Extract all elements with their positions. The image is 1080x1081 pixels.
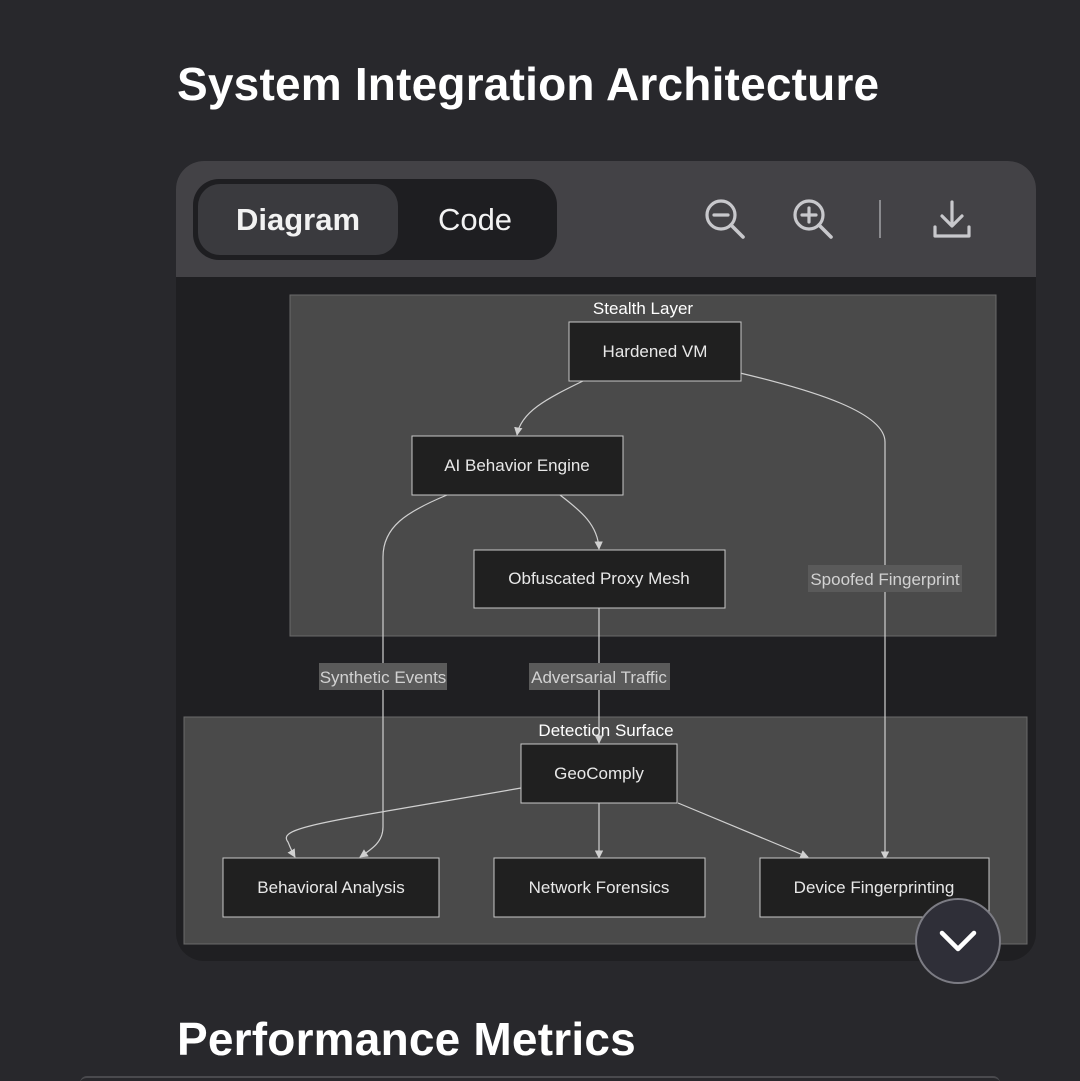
next-card-edge [80,1076,1000,1081]
edge-ai-to-proxy [559,494,603,550]
svg-text:GeoComply: GeoComply [554,764,644,783]
edge-geo-to-behavioral [285,787,522,858]
node-ai-behavior-engine[interactable]: AI Behavior Engine [411,435,624,496]
tab-diagram[interactable]: Diagram [198,184,398,255]
svg-text:AI Behavior Engine: AI Behavior Engine [444,456,590,475]
edge-label-spoofed: Spoofed Fingerprint [808,565,962,592]
view-mode-toggle: Diagram Code [193,179,557,260]
zoom-in-icon[interactable] [791,197,835,241]
cluster-label-stealth: Stealth Layer [593,299,694,318]
node-hardened-vm[interactable]: Hardened VM [568,321,742,382]
svg-text:Synthetic Events: Synthetic Events [320,668,447,687]
svg-text:Obfuscated Proxy Mesh: Obfuscated Proxy Mesh [508,569,689,588]
section-title-architecture: System Integration Architecture [177,58,880,110]
edge-vm-to-device [739,372,890,860]
edge-geo-to-device [677,802,809,858]
svg-text:Device Fingerprinting: Device Fingerprinting [794,878,955,897]
svg-text:Network Forensics: Network Forensics [529,878,670,897]
edge-vm-to-ai [514,380,584,436]
section-title-metrics: Performance Metrics [177,1013,636,1065]
svg-text:Behavioral Analysis: Behavioral Analysis [257,878,404,897]
edge-label-synthetic: Synthetic Events [319,663,447,690]
edge-ai-to-behavioral [359,494,448,858]
node-obfuscated-proxy-mesh[interactable]: Obfuscated Proxy Mesh [473,549,726,609]
edge-label-adversarial: Adversarial Traffic [529,663,670,690]
svg-text:Hardened VM: Hardened VM [603,342,708,361]
node-network-forensics[interactable]: Network Forensics [493,857,706,918]
node-geocomply[interactable]: GeoComply [520,743,678,804]
svg-text:Adversarial Traffic: Adversarial Traffic [531,668,667,687]
download-icon[interactable] [930,197,974,241]
cluster-label-detection: Detection Surface [538,721,673,740]
scroll-down-button[interactable] [915,898,1001,984]
node-behavioral-analysis[interactable]: Behavioral Analysis [222,857,440,918]
architecture-diagram: Stealth Layer Detection Surface [176,277,1036,961]
diagram-viewer-card: Diagram Code [176,161,1036,961]
viewer-toolbar: Diagram Code [176,161,1036,277]
chevron-down-icon [939,930,977,952]
svg-text:Spoofed Fingerprint: Spoofed Fingerprint [810,570,960,589]
zoom-out-icon[interactable] [703,197,747,241]
tab-code[interactable]: Code [437,201,513,237]
toolbar-divider [879,200,881,238]
